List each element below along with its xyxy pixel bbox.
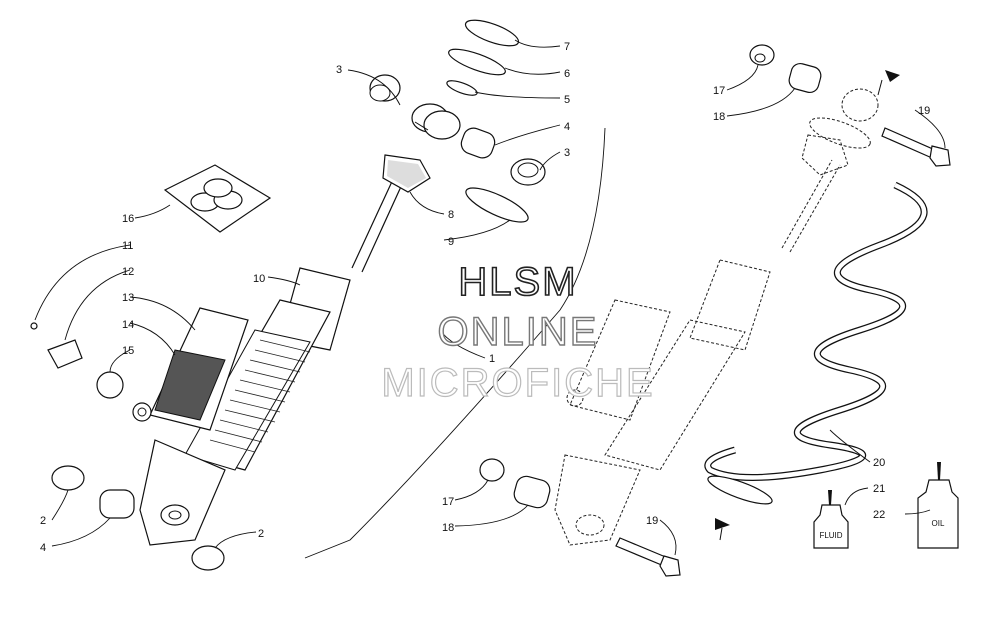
watermark-line-2: ONLINE <box>438 310 599 354</box>
arrow-bottom <box>715 518 730 530</box>
knob-15 <box>96 371 124 399</box>
callout-19-lower: 19 <box>646 515 658 527</box>
cap-7 <box>464 19 520 47</box>
spacer-18a <box>788 62 822 94</box>
spacer-4a <box>460 127 496 159</box>
spring-retainer <box>465 187 529 223</box>
callout-14: 14 <box>122 319 134 331</box>
callout-22: 22 <box>873 509 885 521</box>
upper-bushing <box>411 103 461 140</box>
callout-2-right: 2 <box>258 528 264 540</box>
callout-11: 11 <box>122 240 133 252</box>
lower-retainer <box>707 475 773 505</box>
bushing-17b <box>479 458 505 482</box>
shock-body <box>132 267 351 546</box>
callout-18-lower: 18 <box>442 522 454 534</box>
callout-13: 13 <box>122 292 134 304</box>
oil-label: OIL <box>932 519 945 528</box>
watermark: HLSM ONLINE MICROFICHE <box>381 259 654 405</box>
divider-line <box>304 127 606 559</box>
callout-7: 7 <box>564 41 570 53</box>
fluid-bottle: FLUID <box>813 490 849 549</box>
callout-10: 10 <box>253 273 265 285</box>
callout-16: 16 <box>122 213 134 225</box>
callout-15: 15 <box>122 345 134 357</box>
leader-lines <box>34 39 946 556</box>
callout-6: 6 <box>564 68 570 80</box>
bolt-19a <box>881 127 951 167</box>
callout-3-upper: 3 <box>336 64 342 76</box>
callout-17-lower: 17 <box>442 496 454 508</box>
bushing-2b <box>191 545 225 571</box>
left-shock-assembly <box>30 19 546 571</box>
bushing-3a <box>369 74 401 102</box>
callout-20: 20 <box>873 457 885 469</box>
callout-9: 9 <box>448 236 454 248</box>
bushing-2a <box>51 465 85 491</box>
callout-18-upper: 18 <box>713 111 725 123</box>
callout-8: 8 <box>448 209 454 221</box>
bushing-17a <box>749 44 775 66</box>
watermark-line-3: MICROFICHE <box>381 361 654 405</box>
bolt-19b <box>615 537 681 577</box>
screw-11 <box>30 322 38 330</box>
spacer-18b <box>513 475 551 509</box>
right-shock-assembly: FLUID OIL <box>479 44 959 577</box>
decal-16 <box>163 164 272 233</box>
callout-3-right: 3 <box>564 147 570 159</box>
bushing-3b <box>510 158 546 186</box>
callout-17-upper: 17 <box>713 85 725 97</box>
callout-21: 21 <box>873 483 885 495</box>
callout-4-upper: 4 <box>564 121 570 133</box>
callout-1: 1 <box>489 353 495 365</box>
bump-stop <box>382 154 431 193</box>
callout-5: 5 <box>564 94 570 106</box>
spacer-4b <box>99 489 135 519</box>
ring-5 <box>446 80 478 96</box>
callout-19-upper: 19 <box>918 105 930 117</box>
fluid-label: FLUID <box>819 531 842 540</box>
arrow-top <box>885 70 900 82</box>
callout-2-left: 2 <box>40 515 46 527</box>
callout-4-lower: 4 <box>40 542 46 554</box>
washer-6 <box>448 48 506 76</box>
callout-numbers: 3 7 6 5 4 3 8 9 16 11 12 10 13 14 15 1 2… <box>40 41 930 554</box>
callout-12: 12 <box>122 266 134 278</box>
adjuster-12 <box>47 339 83 369</box>
watermark-line-1: HLSM <box>458 260 577 304</box>
oil-bottle: OIL <box>917 462 959 549</box>
